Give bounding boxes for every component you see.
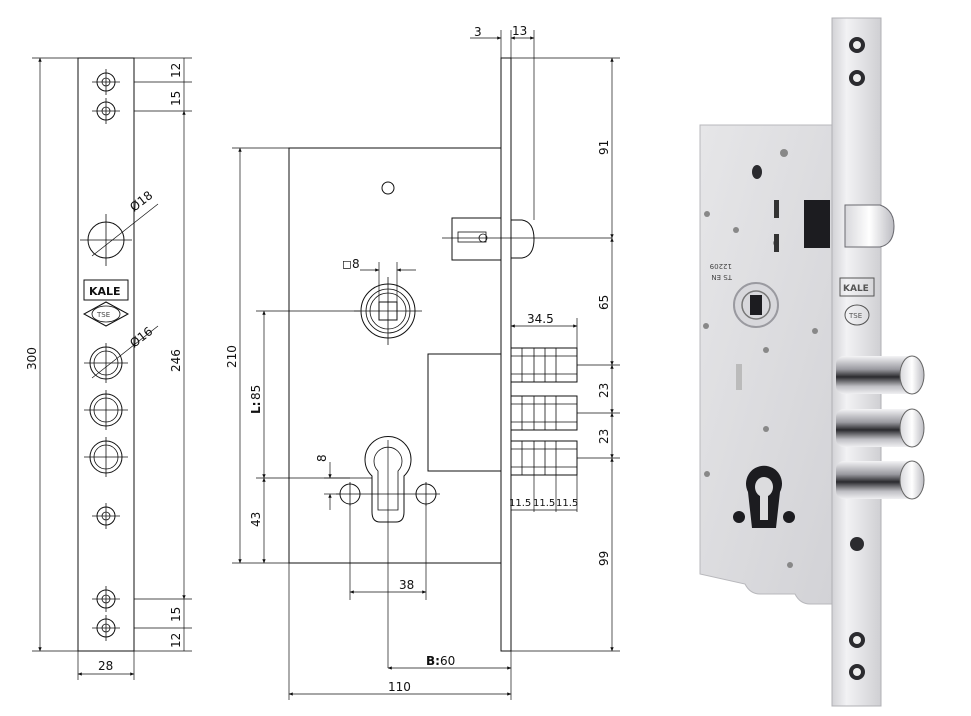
screw-hole-top-1 [92, 69, 120, 95]
cylinder-cutout [336, 435, 440, 668]
screw-hole-top-2 [92, 98, 120, 124]
svg-text:12209: 12209 [710, 262, 732, 270]
tse-logo: TSE [82, 301, 130, 327]
side-view: ◻8 [225, 24, 620, 700]
photo-lock-body [699, 124, 837, 605]
svg-text:TS EN: TS EN [711, 273, 733, 281]
screw-hole-middle [92, 503, 120, 529]
dim-follower-to-cylinder: L: 85 [249, 385, 263, 414]
dim-bolt-spacing-2: 23 [597, 429, 611, 444]
latch-side [442, 217, 612, 261]
dim-inner-height: 246 [169, 349, 183, 372]
photo-latch [844, 204, 895, 248]
follower-hub [354, 262, 422, 345]
latch-diameter-label: Ø18 [127, 188, 155, 214]
svg-text:L:: L: [249, 402, 263, 414]
dim-plate-thickness: 3 [474, 25, 482, 39]
screw-hole-bottom-2 [92, 615, 120, 641]
body-pin-hole [381, 181, 395, 195]
svg-text:TSE: TSE [848, 312, 862, 320]
dim-bottom-section: 99 [597, 551, 611, 566]
dim-cylinder-offset: 8 [315, 454, 329, 462]
screw-hole-bottom-1 [92, 586, 120, 612]
dim-bolt-width-1: 11.5 [509, 498, 531, 509]
dim-bolt-width-3: 11.5 [556, 498, 578, 509]
bolt-side-1 [510, 347, 578, 383]
dim-bolt-width-2: 11.5 [533, 498, 555, 509]
bolt-opening-1 [84, 325, 159, 383]
dim-body-depth: 110 [388, 680, 411, 694]
bolt-diameter-label: Ø16 [127, 324, 155, 350]
dim-total-height: 300 [25, 347, 39, 370]
dim-backset: B: 60 [426, 654, 455, 668]
dim-follower-square: ◻8 [342, 257, 360, 271]
dim-plate-width: 28 [98, 659, 113, 673]
dim-top-spacing: 15 [169, 91, 183, 106]
dim-bolt-projection: 34.5 [527, 312, 554, 326]
bolt-side-2 [510, 395, 578, 431]
photo-kale-logo: KALE TSE [839, 277, 875, 326]
dim-bolt-spacing-1: 23 [597, 383, 611, 398]
photo-bolt-1 [836, 355, 925, 395]
dim-top-offset: 12 [169, 63, 183, 78]
svg-text:B:: B: [426, 654, 440, 668]
photo-bolt-3 [836, 460, 925, 500]
dim-bottom-offset: 12 [169, 633, 183, 648]
front-plate-outline [77, 57, 135, 652]
dim-latch-to-bolt: 65 [597, 295, 611, 310]
dim-plate-offset: 13 [512, 24, 527, 38]
photo-bolt-2 [836, 408, 925, 448]
front-plate-view: Ø18 KALE TSE Ø16 [25, 57, 192, 680]
bolt-side-3 [510, 440, 578, 476]
svg-text:TSE: TSE [96, 311, 110, 319]
dim-body-height: 210 [225, 345, 239, 368]
dim-cylinder-to-bottom: 43 [249, 512, 263, 527]
bolt-opening-3 [84, 437, 128, 477]
bolt-opening-2 [84, 390, 128, 430]
photo-latch-slot [804, 200, 830, 248]
svg-text:60: 60 [440, 654, 455, 668]
bolt-gearbox [427, 353, 502, 472]
lock-body-outline [288, 147, 502, 564]
svg-text:85: 85 [249, 385, 263, 400]
dim-top-to-latch: 91 [597, 140, 611, 155]
latch-opening [80, 203, 159, 266]
dim-screw-spacing: 38 [399, 578, 414, 592]
photo-stamp: TS EN 12209 [710, 262, 733, 281]
dim-bottom-spacing: 15 [169, 607, 183, 622]
lock-product-photo: KALE TSE TS EN 12209 [699, 17, 925, 707]
svg-text:KALE: KALE [89, 285, 121, 298]
side-front-plate [500, 57, 512, 652]
kale-logo: KALE [83, 279, 129, 301]
svg-text:KALE: KALE [843, 284, 869, 294]
